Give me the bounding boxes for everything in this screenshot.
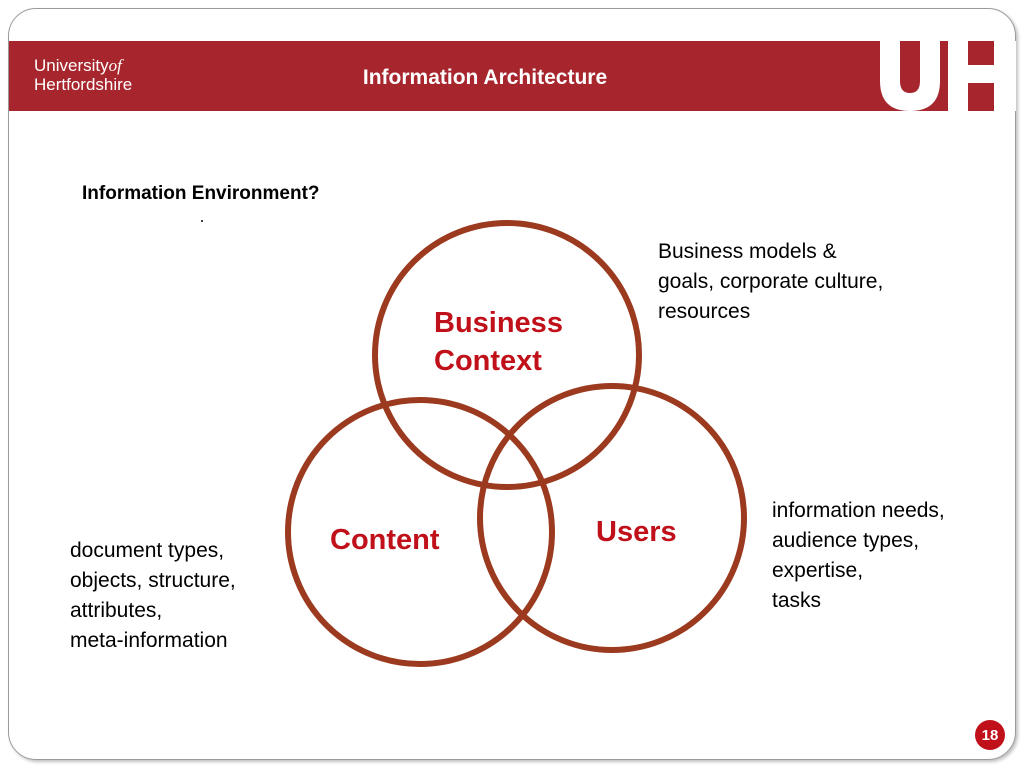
content-circle bbox=[285, 397, 555, 667]
content-label: Content bbox=[330, 524, 440, 556]
business-context-label: Business Context bbox=[434, 307, 563, 377]
logo-text-of: of bbox=[108, 56, 122, 75]
business-context-description: Business models & goals, corporate cultu… bbox=[658, 240, 884, 323]
logo-text-hertfordshire: Hertfordshire bbox=[34, 75, 133, 94]
uh-brand-mark: UH bbox=[880, 41, 1016, 111]
slide-frame bbox=[8, 8, 1016, 760]
stray-dot bbox=[201, 220, 203, 222]
header-bar bbox=[9, 41, 1015, 111]
page-title: Information Architecture bbox=[362, 66, 608, 89]
slide-heading: Information Environment? bbox=[82, 183, 320, 204]
content-description: document types, objects, structure, attr… bbox=[70, 539, 236, 652]
users-label: Users bbox=[596, 516, 677, 548]
logo-text-university: University bbox=[34, 56, 109, 75]
business-context-circle bbox=[372, 220, 642, 490]
users-circle bbox=[477, 383, 747, 653]
users-description: information needs, audience types, exper… bbox=[772, 499, 945, 612]
page-number-badge: 18 bbox=[975, 720, 1005, 750]
university-logo: Universityof Hertfordshire bbox=[34, 56, 132, 94]
